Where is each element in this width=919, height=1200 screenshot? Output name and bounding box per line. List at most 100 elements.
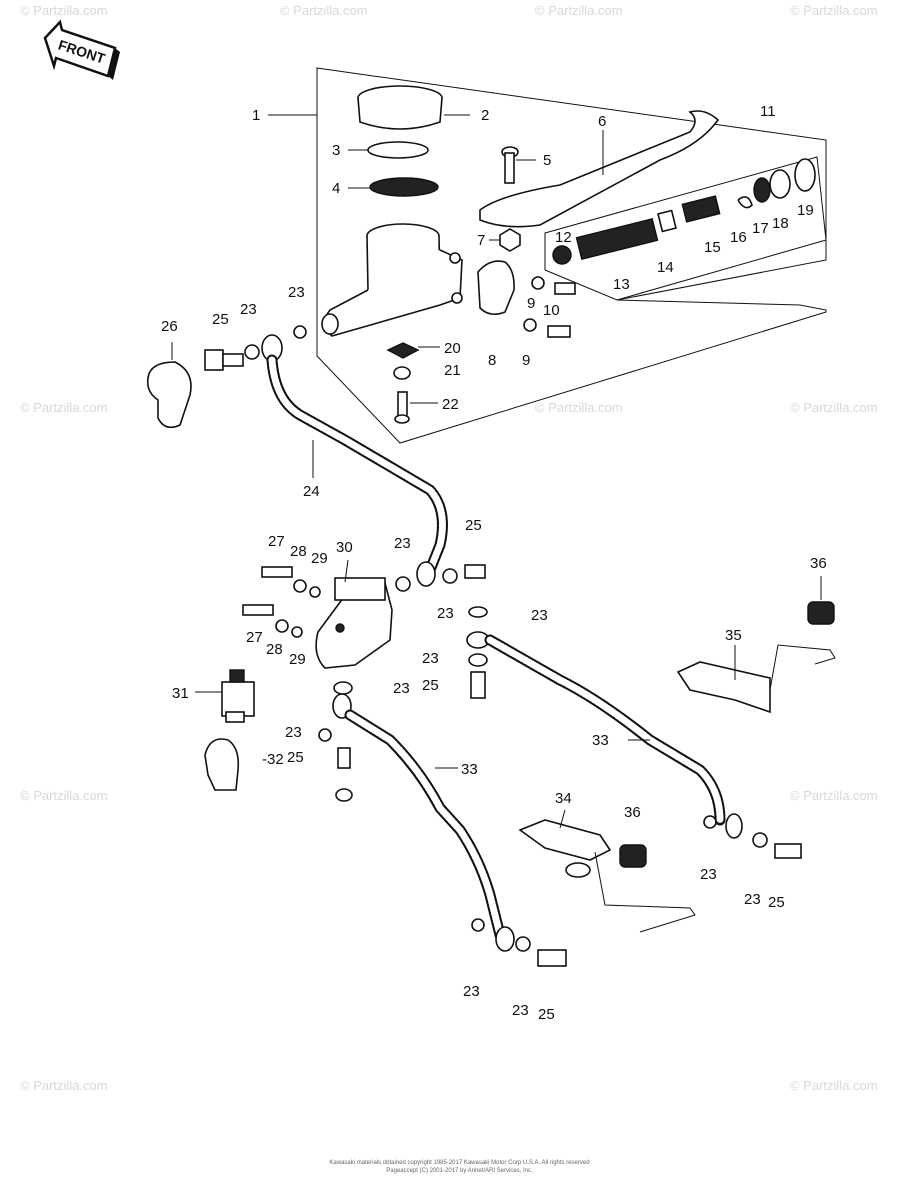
right-upper-banjo: [466, 606, 490, 699]
callout-15: 15: [704, 239, 721, 256]
callout-18: 18: [772, 215, 789, 232]
callout-22: 22: [442, 396, 459, 413]
callout-23i: 23: [700, 866, 717, 883]
watermark: © Partzilla.com: [20, 3, 108, 18]
banjo-cap: [146, 361, 192, 429]
piston-kit: [552, 158, 816, 265]
callout-16: 16: [730, 229, 747, 246]
callout-25d: 25: [287, 749, 304, 766]
front-arrow-shadow: [108, 48, 120, 80]
hose-bracket-lower: [518, 819, 696, 933]
grommet-upper: [807, 601, 835, 625]
upper-banjo-bolt: [204, 325, 307, 371]
callout-10: 10: [543, 302, 560, 319]
callout-6: 6: [598, 113, 606, 130]
brake-light-switch: [221, 669, 255, 723]
callout-23c: 23: [394, 535, 411, 552]
watermark: © Partzilla.com: [20, 1078, 108, 1093]
callout-23d: 23: [437, 605, 454, 622]
copyright-line-1: Kawasaki materials obtained copyright 19…: [329, 1160, 590, 1166]
callout-34: 34: [555, 790, 572, 807]
callout-27a: 27: [268, 533, 285, 550]
front-arrow-badge: FRONT: [43, 19, 120, 80]
callout-23j: 23: [744, 891, 761, 908]
callout-5: 5: [543, 152, 551, 169]
callout-25e: 25: [768, 894, 785, 911]
callout-31: 31: [172, 685, 189, 702]
watermark: © Partzilla.com: [535, 3, 623, 18]
clamp-bolts: [523, 276, 576, 338]
callout-27b: 27: [246, 629, 263, 646]
callout-1: 1: [252, 107, 260, 124]
callout-19: 19: [797, 202, 814, 219]
diaphragm-plate: [367, 141, 429, 159]
callout-20: 20: [444, 340, 461, 357]
callout-23e: 23: [531, 607, 548, 624]
callout-23h: 23: [285, 724, 302, 741]
watermark: © Partzilla.com: [280, 3, 368, 18]
watermark: © Partzilla.com: [790, 788, 878, 803]
watermark: © Partzilla.com: [790, 3, 878, 18]
callout-12: 12: [555, 229, 572, 246]
upper-brake-hose: [266, 354, 448, 576]
callout-23l: 23: [512, 1002, 529, 1019]
master-cylinder-body: [321, 223, 463, 337]
reservoir-cap: [357, 85, 443, 130]
callout-26: 26: [161, 318, 178, 335]
callout-23k: 23: [463, 983, 480, 1000]
assembly-outline: [316, 67, 827, 444]
callout-33a: 33: [461, 761, 478, 778]
hose-bracket-upper: [676, 644, 836, 714]
brake-joint: [315, 577, 393, 669]
copyright-line-2: Pageaccept (C) 2001-2017 by Arinet/ARI S…: [386, 1168, 533, 1174]
left-brake-hose: [344, 709, 506, 941]
callout-8: 8: [488, 352, 496, 369]
watermark: © Partzilla.com: [20, 788, 108, 803]
callout-25a: 25: [212, 311, 229, 328]
watermark: © Partzilla.com: [790, 400, 878, 415]
pivot-bolt: [501, 146, 519, 184]
callout-17: 17: [752, 220, 769, 237]
callout-23b: 23: [288, 284, 305, 301]
callout-25f: 25: [538, 1006, 555, 1023]
clamp-bracket: [477, 260, 515, 316]
callout-23a: 23: [240, 301, 257, 318]
callout-4: 4: [332, 180, 340, 197]
callout-29b: 29: [289, 651, 306, 668]
callout-9b: 9: [522, 352, 530, 369]
switch-mount: [386, 342, 420, 424]
callout-3: 3: [332, 142, 340, 159]
grommet-lower: [619, 844, 647, 868]
callout-32: -32: [262, 751, 284, 768]
lever-nut: [499, 228, 521, 252]
callout-35: 35: [725, 627, 742, 644]
callout-36b: 36: [810, 555, 827, 572]
callout-28a: 28: [290, 543, 307, 560]
callout-29a: 29: [311, 550, 328, 567]
diaphragm: [369, 177, 439, 197]
callout-28b: 28: [266, 641, 283, 658]
callout-7: 7: [477, 232, 485, 249]
mid-banjo: [395, 561, 486, 592]
right-bottom-banjo: [703, 813, 802, 859]
piston-kit-outline: [544, 156, 827, 301]
leader-34: [559, 809, 566, 829]
watermark: © Partzilla.com: [20, 400, 108, 415]
callout-labels: 1 2 3 4 5 6 7 8 9 9 10 11 12 13 14 15 16…: [161, 103, 827, 1023]
left-bottom-banjo: [471, 918, 567, 967]
callout-13: 13: [613, 276, 630, 293]
leader-30: [344, 559, 349, 583]
callout-23f: 23: [422, 650, 439, 667]
right-brake-hose: [484, 634, 726, 826]
callout-9a: 9: [527, 295, 535, 312]
callout-14: 14: [657, 259, 674, 276]
callout-33b: 33: [592, 732, 609, 749]
callout-25c: 25: [422, 677, 439, 694]
watermark: © Partzilla.com: [535, 400, 623, 415]
watermark-layer: © Partzilla.com © Partzilla.com © Partzi…: [20, 3, 878, 1093]
callout-25b: 25: [465, 517, 482, 534]
watermark: © Partzilla.com: [790, 1078, 878, 1093]
callout-36a: 36: [624, 804, 641, 821]
callout-24: 24: [303, 483, 320, 500]
